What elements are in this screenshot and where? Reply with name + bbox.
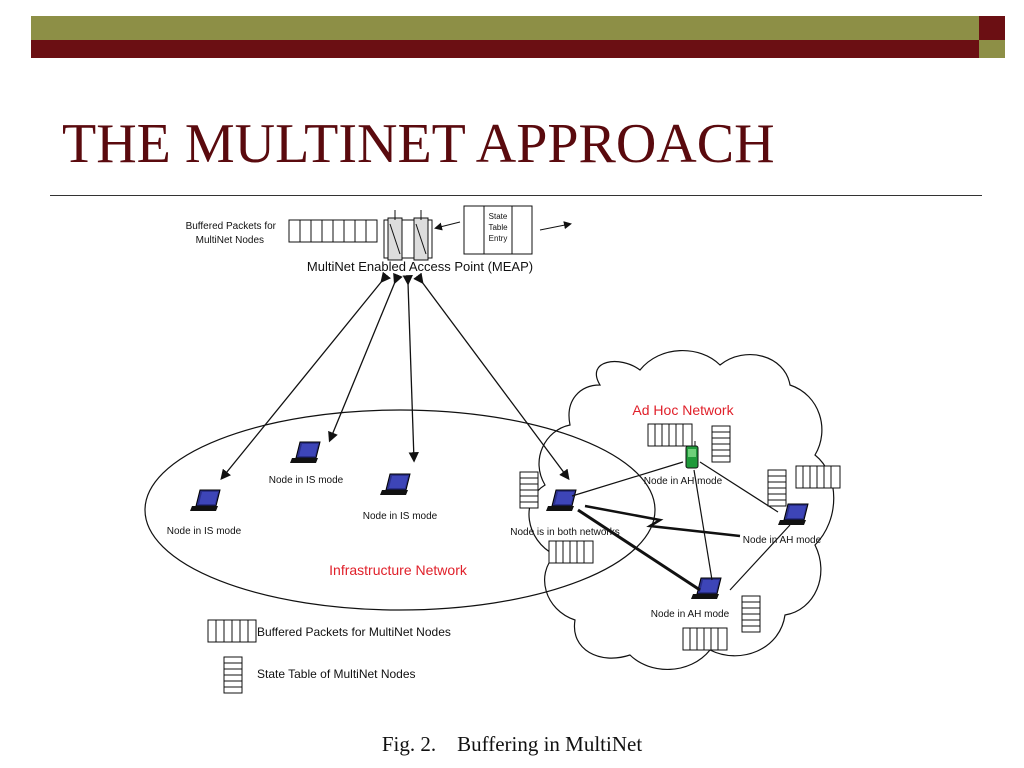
node5-label: Node in AH mode	[644, 476, 723, 487]
arrow-from-state-table	[539, 221, 572, 231]
state-table-icon-node4	[519, 471, 539, 509]
node3-label: Node in IS mode	[363, 511, 438, 522]
state-table-line1: State	[489, 212, 508, 221]
slide-title: THE MULTINET APPROACH	[62, 113, 775, 175]
link-meap-node2	[328, 272, 403, 443]
state-table-icon-node7	[741, 595, 761, 633]
legend-buffer-icon	[207, 619, 257, 643]
link-meap-node3	[402, 275, 419, 463]
top-bar-maroon	[31, 40, 979, 58]
state-table-icon-node5	[711, 425, 731, 463]
meap-buffer-icon	[288, 219, 378, 243]
node1-label: Node in IS mode	[167, 526, 242, 537]
corner-square-olive	[979, 40, 1005, 58]
node6-label: Node in AH mode	[743, 535, 822, 546]
buffer-icon-node6	[795, 465, 841, 489]
phone-icon-node5	[685, 441, 699, 469]
figure-caption: Fig. 2. Buffering in MultiNet	[0, 732, 1024, 757]
laptop-icon-node4	[545, 489, 577, 512]
node7-label: Node in AH mode	[651, 609, 730, 620]
link-node4-node5	[571, 461, 684, 497]
laptop-icon-node1	[189, 489, 221, 512]
link-meap-node4	[413, 272, 570, 481]
infrastructure-network-label: Infrastructure Network	[329, 562, 468, 578]
meap-buffer-label-line1: Buffered Packets for	[186, 221, 277, 232]
legend-state-table-icon	[223, 656, 243, 694]
link-node4-node7	[577, 508, 701, 592]
state-table-line2: Table	[488, 223, 508, 232]
figure-number: Fig. 2.	[381, 732, 437, 756]
arrow-to-state-table	[434, 221, 461, 231]
link-node5-node6	[699, 461, 779, 513]
link-node7-node6	[729, 524, 791, 591]
state-table-entry-box	[463, 205, 533, 255]
corner-square-maroon	[979, 16, 1005, 40]
title-divider	[50, 195, 982, 196]
buffer-icon-node4	[548, 540, 594, 564]
link-node5-node7	[693, 469, 713, 581]
laptop-icon-node2	[289, 441, 321, 464]
adhoc-network-label: Ad Hoc Network	[632, 402, 734, 418]
top-bar-olive	[31, 16, 979, 40]
state-table-icon-node6	[767, 469, 787, 507]
legend-buffered-label: Buffered Packets for MultiNet Nodes	[257, 625, 451, 639]
state-table-line3: Entry	[489, 234, 508, 243]
access-point-icon	[383, 210, 433, 261]
node2-label: Node in IS mode	[269, 475, 344, 486]
laptop-icon-node6	[777, 503, 809, 526]
buffer-icon-node7	[682, 627, 728, 651]
buffer-icon-node5	[647, 423, 693, 447]
link-node4-node6-zigzag	[584, 504, 741, 538]
meap-buffer-label-line2: MultiNet Nodes	[196, 235, 264, 246]
figure-caption-text: Buffering in MultiNet	[457, 732, 643, 756]
node4-label: Node is in both networks	[510, 527, 620, 538]
multinet-diagram: Buffered Packets for MultiNet Nodes Stat…	[144, 205, 841, 694]
laptop-icon-node3	[379, 473, 411, 496]
meap-label: MultiNet Enabled Access Point (MEAP)	[307, 259, 533, 274]
legend-state-table-label: State Table of MultiNet Nodes	[257, 667, 416, 681]
